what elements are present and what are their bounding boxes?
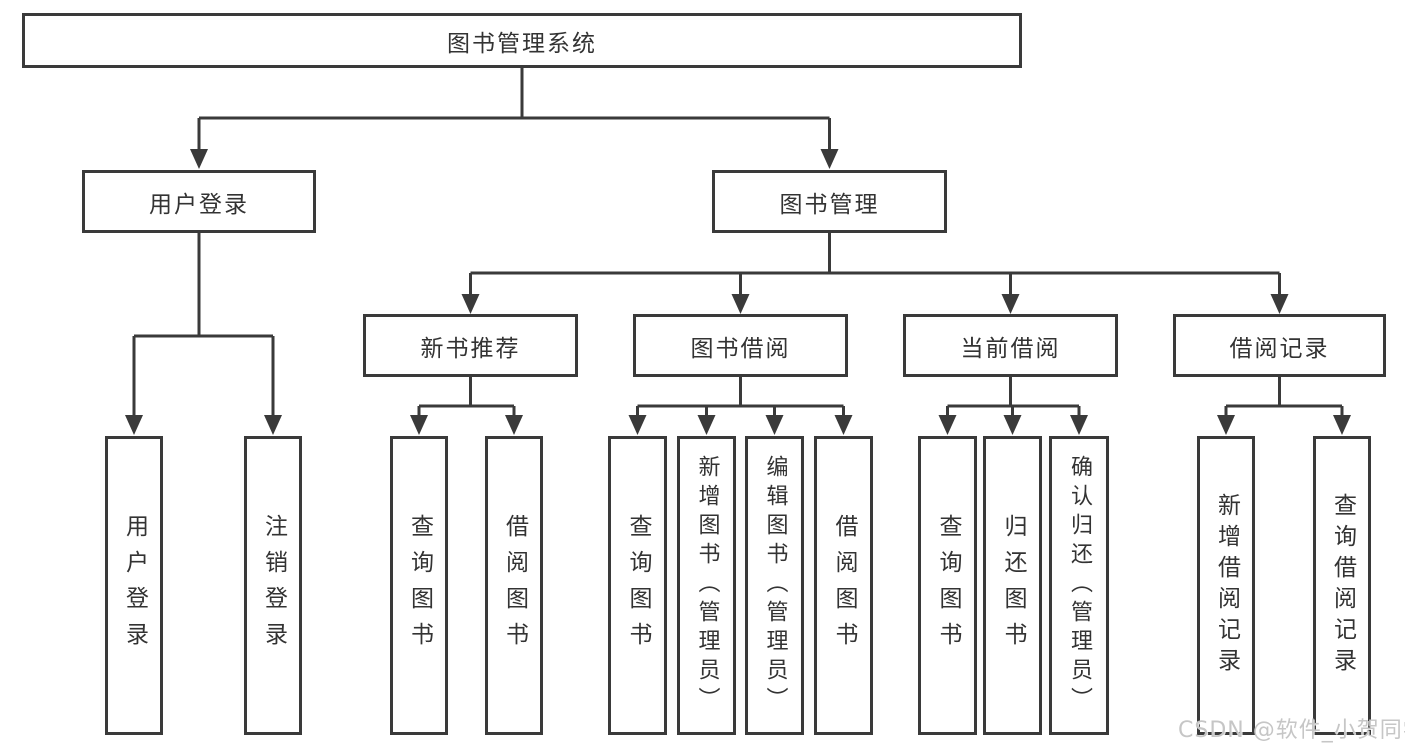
node-book-management: 图书管理	[712, 170, 947, 233]
leaf-borrow-books-2: 借阅图书	[814, 436, 873, 735]
arrowhead-icon	[820, 149, 839, 169]
leaf-query-books-1: 查询图书	[390, 436, 448, 735]
arrowhead-icon	[1217, 415, 1235, 435]
node-borrow-records: 借阅记录	[1173, 314, 1386, 377]
arrowhead-icon	[697, 415, 716, 435]
arrowhead-icon	[190, 149, 208, 169]
arrowhead-icon	[1003, 415, 1022, 435]
node-new-book-recommend: 新书推荐	[363, 314, 578, 377]
arrowhead-icon	[1333, 415, 1351, 435]
leaf-add-book-admin: 新增图书（管理员）	[677, 436, 736, 735]
leaf-edit-book-admin: 编辑图书（管理员）	[745, 436, 804, 735]
arrowhead-icon	[410, 415, 428, 435]
node-book-borrow: 图书借阅	[633, 314, 848, 377]
arrowhead-icon	[834, 415, 853, 435]
leaf-return-book: 归还图书	[983, 436, 1042, 735]
node-root: 图书管理系统	[22, 13, 1022, 68]
leaf-confirm-return-admin: 确认归还（管理员）	[1049, 436, 1109, 735]
arrowhead-icon	[1001, 294, 1020, 314]
leaf-user-login: 用户登录	[105, 436, 163, 735]
arrowhead-icon	[765, 415, 784, 435]
leaf-borrow-books-1: 借阅图书	[485, 436, 543, 735]
leaf-query-borrow-record: 查询借阅记录	[1313, 436, 1371, 735]
leaf-add-borrow-record: 新增借阅记录	[1197, 436, 1255, 735]
arrowhead-icon	[264, 415, 282, 435]
watermark: CSDN @软件_小贺同学	[1178, 718, 1405, 743]
arrowhead-icon	[731, 294, 750, 314]
node-user-login-branch: 用户登录	[82, 170, 316, 233]
arrowhead-icon	[125, 415, 143, 435]
leaf-logout: 注销登录	[244, 436, 302, 735]
leaf-query-books-3: 查询图书	[918, 436, 977, 735]
arrowhead-icon	[1070, 415, 1088, 435]
arrowhead-icon	[938, 415, 957, 435]
arrowhead-icon	[628, 415, 647, 435]
arrowhead-icon	[505, 415, 523, 435]
arrowhead-icon	[461, 294, 480, 314]
node-current-borrow: 当前借阅	[903, 314, 1118, 377]
arrowhead-icon	[1270, 294, 1289, 314]
leaf-query-books-2: 查询图书	[608, 436, 667, 735]
